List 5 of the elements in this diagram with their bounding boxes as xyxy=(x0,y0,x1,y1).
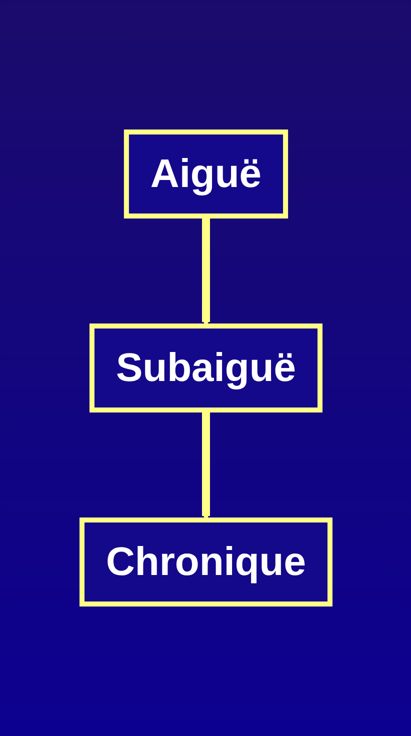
node-box: Subaiguë xyxy=(88,324,322,412)
arrow xyxy=(201,410,210,520)
arrow xyxy=(201,216,210,326)
node-box: Chronique xyxy=(79,518,332,606)
node-box: Aiguë xyxy=(123,130,288,218)
